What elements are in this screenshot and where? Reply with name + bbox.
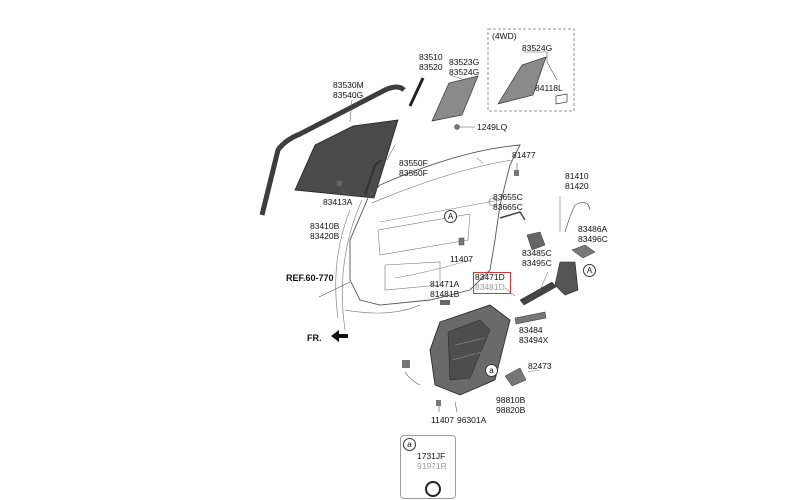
channel-83510 xyxy=(408,77,425,107)
ref-circle-a2: A xyxy=(583,264,596,277)
label-96301A[interactable]: 96301A xyxy=(457,415,487,425)
pad-4wd xyxy=(555,93,568,105)
callout-a-circle: a xyxy=(403,438,416,451)
label-82473[interactable]: 82473 xyxy=(528,361,552,371)
quarter-glass-4wd xyxy=(497,56,547,105)
label-ref[interactable]: REF.60-770 xyxy=(286,273,334,283)
label-11407-upper[interactable]: 11407 xyxy=(450,254,474,264)
callout-box-a xyxy=(400,435,456,499)
label-84118L[interactable]: 84118L xyxy=(535,83,563,93)
quarter-glass xyxy=(431,75,479,122)
label-83413A[interactable]: 83413A xyxy=(323,197,353,207)
4wd-dashed-box xyxy=(487,28,575,112)
label-83524G-4wd[interactable]: 83524G xyxy=(522,43,553,53)
label-81477[interactable]: 81477 xyxy=(512,150,536,160)
label-4wd: (4WD) xyxy=(492,31,517,41)
ref-circle-a1: A xyxy=(444,210,457,223)
fr-arrow xyxy=(331,330,348,342)
rail-83550F xyxy=(364,159,383,196)
label-fr: FR. xyxy=(307,333,322,343)
label-11407-lower[interactable]: 11407 xyxy=(431,415,455,425)
door-frame xyxy=(349,144,521,306)
label-1249LQ[interactable]: 1249LQ xyxy=(477,122,508,132)
highlight-box xyxy=(473,272,511,294)
weatherstrip-83530M xyxy=(259,84,406,216)
ref-circle-a3: a xyxy=(485,364,498,377)
door-glass xyxy=(294,119,399,199)
latch-assembly xyxy=(554,261,579,296)
